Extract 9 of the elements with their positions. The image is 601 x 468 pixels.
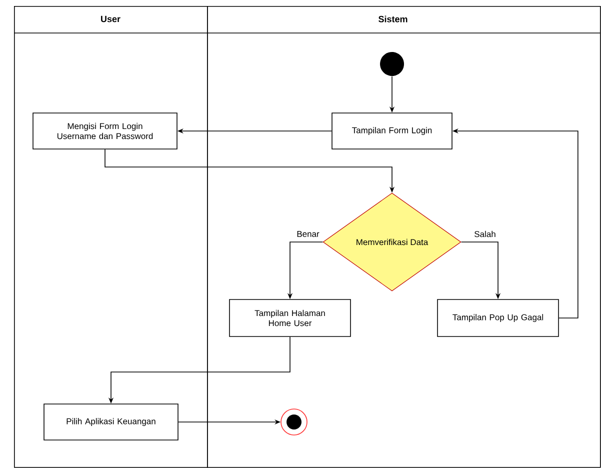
start-node xyxy=(380,52,404,76)
activity-box: Tampilan Pop Up Gagal xyxy=(437,299,559,337)
edge-label: Benar xyxy=(296,230,320,238)
activity-box: Tampilan Halaman Home User xyxy=(229,299,351,337)
edge-label: Salah xyxy=(473,230,497,238)
activity-box: Tampilan Form Login xyxy=(332,112,452,150)
activity-box: Mengisi Form Login Username dan Password xyxy=(32,112,178,150)
end-node xyxy=(280,408,308,436)
activity-box: Pilih Aplikasi Keuangan xyxy=(44,404,178,440)
